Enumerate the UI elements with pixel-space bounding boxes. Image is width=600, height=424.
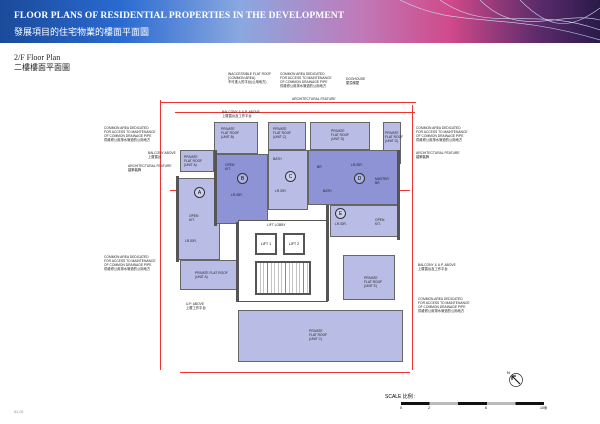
north-label: N — [507, 370, 510, 375]
lift-lobby: LIFT LOBBY LIFT 1 LIFT 2 — [238, 220, 328, 302]
header-banner: FLOOR PLANS OF RESIDENTIAL PROPERTIES IN… — [0, 0, 600, 43]
note-common-area-top: COMMON AREA DEDICATED FOR ACCESS TO MAIN… — [280, 72, 332, 88]
note-common-area-right-2: COMMON AREA DEDICATED FOR ACCESS TO MAIN… — [418, 297, 470, 313]
page-reference: A1-02 — [14, 410, 24, 414]
note-inaccessible-roof: INACCESSIBLE FLAT ROOF (COMMON AREA) 不可進… — [228, 72, 272, 84]
scale-tick: 6 — [485, 406, 487, 410]
plan-title-en: 2/F Floor Plan — [14, 53, 61, 62]
note-arch-feature-left: ARCHITECTURAL FEATURE 建築裝飾 — [128, 164, 172, 172]
note-common-area-right-1: COMMON AREA DEDICATED FOR ACCESS TO MAIN… — [416, 126, 468, 142]
staircase — [255, 261, 311, 295]
scale-tick: 10米 — [540, 406, 548, 410]
lift-2: LIFT 2 — [283, 233, 305, 255]
note-arch-feature-right: ARCHITECTURAL FEATURE 建築裝飾 — [416, 151, 460, 159]
roof-unit-a: PRIVATE FLAT ROOF (UNIT A) — [180, 260, 240, 290]
roof-unit-e: PRIVATE FLAT ROOF (UNIT E) — [343, 255, 395, 300]
unit-d: BR LR./DR. D MASTER BR BATH — [308, 150, 398, 205]
note-doghouse: DOGHOUSE 屋頂梯屋 — [346, 77, 366, 85]
roof-unit-a-top: PRIVATE FLAT ROOF (UNIT A) — [180, 150, 214, 172]
note-balcony-above: BALCONY ABOVE 上層露台 — [148, 151, 176, 159]
unit-b: OPEN KIT. B LR./DR. — [216, 154, 268, 224]
roof-unit-c: PRIVATE FLAT ROOF (UNIT C) — [268, 122, 306, 150]
scale-label: SCALE 比例 : — [385, 394, 416, 400]
header-title: FLOOR PLANS OF RESIDENTIAL PROPERTIES IN… — [14, 11, 345, 21]
north-arrow-icon — [508, 372, 523, 387]
unit-c: BATH C LR./DR. — [268, 150, 308, 210]
scale-tick: 2 — [428, 406, 430, 410]
note-balcony-up-right: BALCONY & U.P. ABOVE 上層露台及工作平台 — [418, 263, 456, 271]
roof-unit-c-large: PRIVATE FLAT ROOF (UNIT C) — [238, 310, 403, 362]
plan-title-zh: 二樓樓面平面圖 — [14, 63, 70, 72]
header-title-zh: 發展項目的住宅物業的樓面平面圖 — [14, 27, 150, 37]
wave-decoration — [399, 0, 600, 41]
note-arch-feature-top: ARCHITECTURAL FEATURE — [292, 97, 336, 101]
roof-unit-b: PRIVATE FLAT ROOF (UNIT B) — [214, 122, 258, 154]
note-common-area-left-1: COMMON AREA DEDICATED FOR ACCESS TO MAIN… — [104, 126, 156, 142]
scale-tick: 0 — [400, 406, 402, 410]
note-common-area-left-2: COMMON AREA DEDICATED FOR ACCESS TO MAIN… — [104, 255, 156, 271]
note-up-above: U.P. ABOVE 上層工作平台 — [186, 302, 206, 310]
roof-unit-d: PRIVATE FLAT ROOF (UNIT D) — [310, 122, 370, 150]
lift-1: LIFT 1 — [255, 233, 277, 255]
note-balcony-up-top: BALCONY & U.P. ABOVE 上層露台及工作平台 — [222, 110, 260, 118]
unit-e: E LR./DR. OPEN KIT. — [330, 205, 398, 237]
plan-title: 2/F Floor Plan 二樓樓面平面圖 — [14, 53, 70, 73]
